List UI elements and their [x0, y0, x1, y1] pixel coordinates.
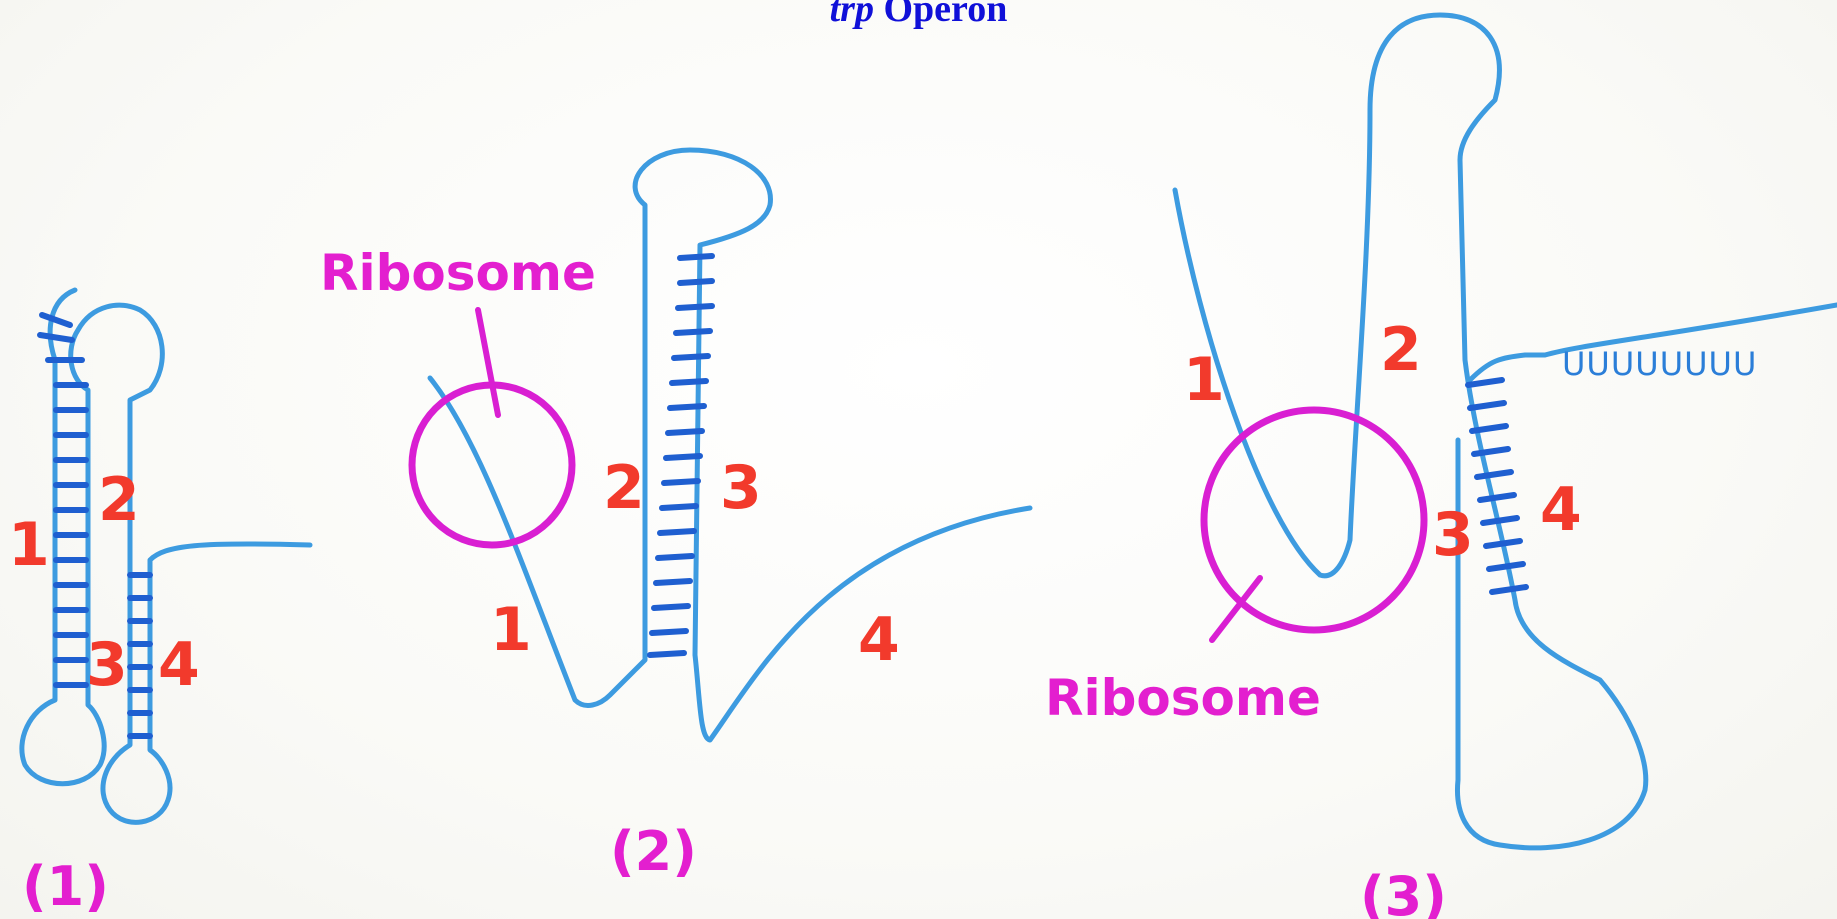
panel2-ribosome-pointer: [478, 310, 498, 415]
panel2-region-2: 2: [603, 453, 645, 523]
panel1-strand-right: [103, 520, 310, 822]
panel1-region-1: 1: [8, 510, 50, 580]
panel1-stem-3-4: [130, 575, 150, 736]
panel3-region-2: 2: [1380, 315, 1422, 385]
panel3-stem-3-4: [1468, 380, 1526, 592]
panel-1: 1 2 3 4 (1): [8, 290, 310, 918]
panel3-ribosome: [1204, 410, 1424, 630]
panel3-ribosome-label: Ribosome: [1045, 669, 1321, 727]
panel1-region-2: 2: [98, 465, 140, 535]
panel2-ribosome-label: Ribosome: [320, 244, 596, 302]
panel3-region-4: 4: [1540, 475, 1582, 545]
panel-3: Ribosome 1 2 3 4 UUUUUUUU (3): [1045, 15, 1837, 919]
panel2-label: (2): [610, 820, 697, 883]
panel1-region-4: 4: [158, 630, 200, 700]
panel3-label: (3): [1360, 865, 1447, 919]
panel1-region-3: 3: [86, 630, 128, 700]
panel3-region-1: 1: [1183, 345, 1225, 415]
panel3-poly-u-tract: UUUUUUUU: [1562, 345, 1757, 383]
panel-2: Ribosome 2 3 1 4 (2): [320, 150, 1030, 883]
panel1-label: (1): [22, 855, 109, 918]
panel2-stem-2-3: [650, 256, 712, 655]
panel2-region-3: 3: [720, 453, 762, 523]
panel1-stem-1-2: [40, 315, 86, 685]
panel2-region-1: 1: [490, 595, 532, 665]
panel2-ribosome: [412, 385, 572, 545]
panel3-region-3: 3: [1432, 500, 1474, 570]
panel2-region-4: 4: [858, 605, 900, 675]
